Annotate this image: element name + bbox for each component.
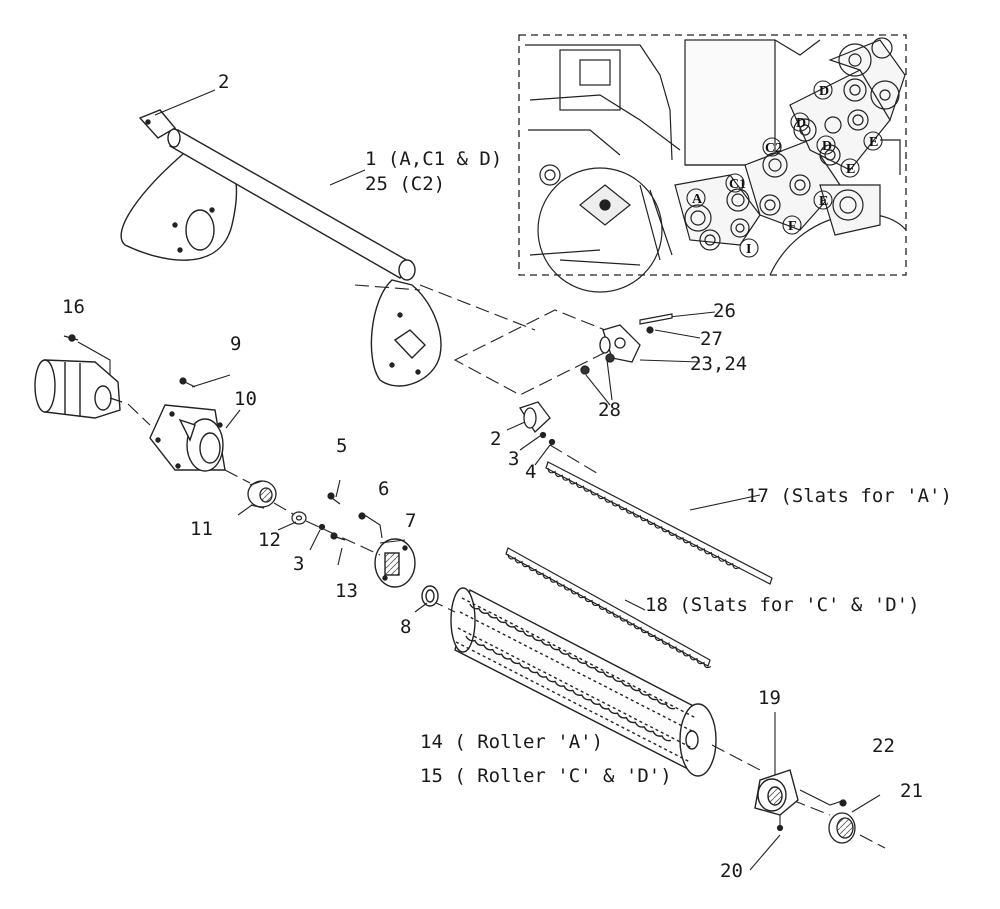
- callout-10: 10: [234, 388, 257, 410]
- callout-2-mid: 2: [490, 428, 501, 450]
- callout-11: 11: [190, 518, 213, 540]
- callout-20: 20: [720, 860, 743, 882]
- callout-4: 4: [525, 461, 536, 483]
- part-23-24-bearing: [580, 324, 641, 375]
- machine-inset-view: A C1 C2 D D D E E E F I: [518, 34, 907, 293]
- callout-8: 8: [400, 616, 411, 638]
- inset-letter-a: A: [692, 192, 703, 207]
- inset-letter-c2: C2: [765, 141, 782, 156]
- inset-letter-e2: E: [846, 162, 855, 177]
- callout-17: 17 (Slats for 'A'): [746, 485, 952, 507]
- callout-18: 18 (Slats for 'C' & 'D'): [645, 594, 920, 616]
- inset-roller-letters: A C1 C2 D D D E E E F I: [692, 84, 878, 257]
- callout-3-mid: 3: [508, 448, 519, 470]
- bearing-leaders: [585, 311, 716, 406]
- callout-23-24: 23,24: [690, 353, 747, 375]
- callout-12: 12: [258, 529, 281, 551]
- part-16-motor: [34, 334, 123, 419]
- callout-26: 26: [713, 300, 736, 322]
- part-11-hub: [247, 480, 277, 509]
- callout-7: 7: [405, 510, 416, 532]
- part-2-flange-mid: [519, 401, 556, 446]
- callout-3-low: 3: [293, 553, 304, 575]
- mid-leaders: [506, 421, 601, 476]
- callout-22: 22: [872, 735, 895, 757]
- callout-5: 5: [336, 435, 347, 457]
- slat-leaders: [624, 494, 761, 611]
- part-10-housing: [149, 404, 226, 472]
- part-7-flange: [374, 538, 416, 588]
- callout-19: 19: [758, 687, 781, 709]
- callout-14: 14 ( Roller 'A'): [420, 731, 603, 753]
- callout-2-top: 2: [218, 71, 229, 93]
- left-leaders: [77, 341, 428, 613]
- inset-letter-e1: E: [869, 135, 878, 150]
- part-19-bearing-housing: [754, 769, 799, 816]
- callout-13: 13: [335, 580, 358, 602]
- inset-letter-e3: E: [819, 194, 828, 209]
- callout-25: 25 (C2): [365, 173, 445, 195]
- callout-16: 16: [62, 296, 85, 318]
- callout-labels: 2 1 (A,C1 & D) 25 (C2) 26 27 23,24 28 16…: [62, 71, 952, 882]
- callout-28: 28: [598, 399, 621, 421]
- callout-27: 27: [700, 328, 723, 350]
- right-leaders: [749, 712, 881, 871]
- part-21-bearing: [828, 812, 856, 844]
- inset-letter-f: F: [788, 219, 797, 234]
- part-12-washer: [291, 511, 307, 525]
- inset-letter-d1: D: [819, 84, 829, 99]
- callout-21: 21: [900, 780, 923, 802]
- inset-letter-d2: D: [796, 116, 806, 131]
- part-1-shaft-assembly: [120, 109, 442, 387]
- callout-9: 9: [230, 333, 241, 355]
- part-18-slat: [505, 547, 712, 669]
- callout-15: 15 ( Roller 'C' & 'D'): [420, 765, 672, 787]
- inset-letter-d3: D: [822, 139, 832, 154]
- part-8-ring: [421, 585, 439, 607]
- callout-1: 1 (A,C1 & D): [365, 148, 502, 170]
- callout-6: 6: [378, 478, 389, 500]
- inset-letter-i: I: [746, 242, 751, 257]
- bolt-26: [639, 313, 673, 334]
- part-14-15-roller: [450, 587, 717, 777]
- part-17-slat: [545, 461, 773, 585]
